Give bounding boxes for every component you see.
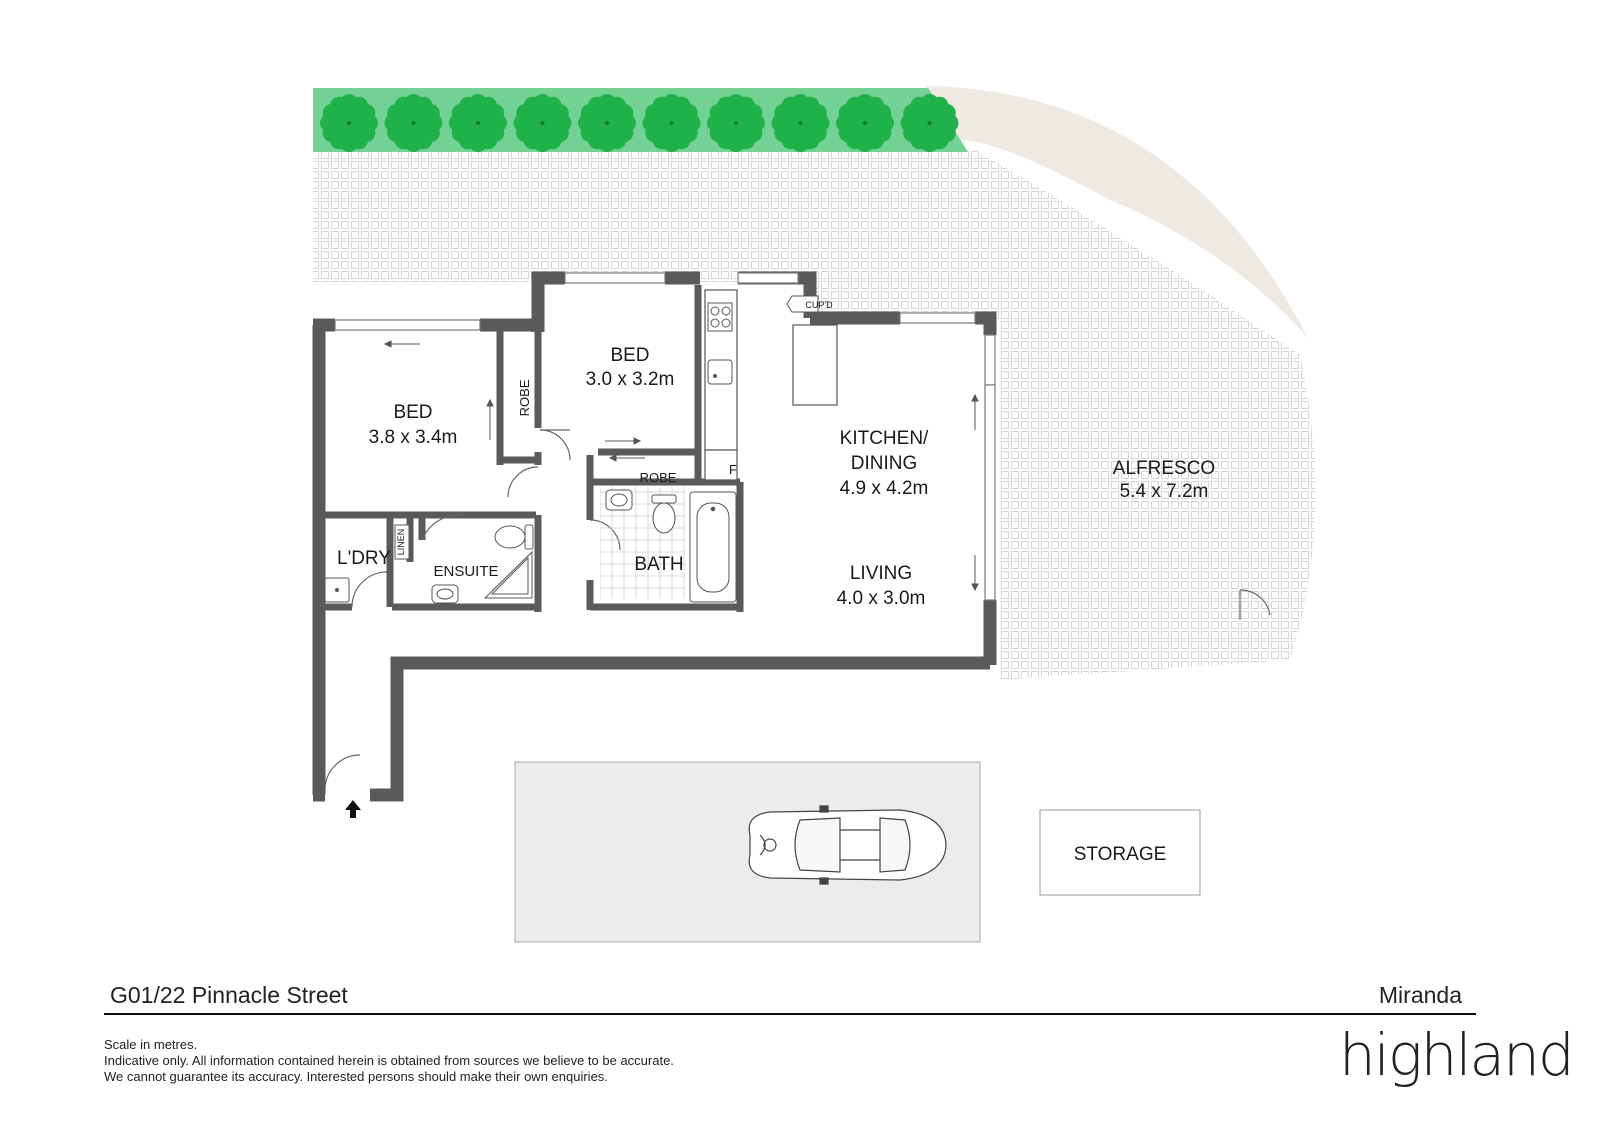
basin-icon (431, 584, 459, 604)
bed2-name: BED (610, 345, 649, 366)
tree-icon (836, 94, 894, 152)
living-name: LIVING (850, 563, 912, 584)
toilet-icon (651, 494, 677, 534)
bed2-size: 3.0 x 3.2m (586, 369, 675, 390)
bed1-size: 3.8 x 3.4m (369, 427, 458, 448)
laundry-name: L'DRY (337, 548, 391, 569)
tree-icon (771, 94, 830, 152)
basin-icon (605, 489, 633, 511)
paving (313, 150, 1316, 680)
tree-icon (707, 94, 765, 152)
room-labels: BED 3.8 x 3.4m BED 3.0 x 3.2m KITCHEN/ D… (337, 300, 1215, 865)
hedge (313, 88, 968, 152)
disclaimer: Scale in metres. Indicative only. All in… (104, 1037, 674, 1085)
sink-icon (707, 359, 733, 385)
tree-icon (900, 94, 959, 152)
tree-icon (320, 94, 378, 152)
cupboard (786, 295, 819, 313)
disclaimer-line: We cannot guarantee its accuracy. Intere… (104, 1069, 608, 1084)
entry-arrow-icon (345, 800, 361, 818)
disclaimer-line: Scale in metres. (104, 1037, 198, 1052)
kitchen-name: KITCHEN/ (840, 428, 929, 449)
shower-icon (483, 550, 533, 599)
ensuite-name: ENSUITE (433, 563, 498, 580)
toilet-icon (494, 524, 534, 550)
slide-arrows (383, 340, 979, 592)
disclaimer-line: Indicative only. All information contain… (104, 1053, 674, 1068)
tree-icon (578, 94, 636, 152)
fridge-label: F (729, 462, 737, 477)
tree-icon (384, 94, 443, 152)
tree-icon (642, 94, 701, 152)
suburb: Miranda (1378, 982, 1462, 1008)
bed1-name: BED (393, 402, 432, 423)
tree-icon (449, 94, 507, 152)
alfresco-name: ALFRESCO (1113, 458, 1215, 479)
brand-logo: highland (1339, 1021, 1575, 1089)
storage-name: STORAGE (1074, 844, 1167, 865)
property-address: G01/22 Pinnacle Street (110, 982, 348, 1008)
robe2-label: ROBE (640, 470, 677, 485)
kitchen-name2: DINING (851, 453, 918, 474)
living-size: 4.0 x 3.0m (837, 588, 926, 609)
tree-icon (513, 94, 572, 152)
car-icon (748, 805, 947, 885)
linen-label: LINEN (396, 529, 406, 556)
robe1-label: ROBE (517, 379, 532, 416)
cooktop-icon (707, 302, 733, 332)
footer-divider (104, 1013, 1476, 1015)
linen-cupboard (394, 524, 410, 560)
windows (334, 272, 996, 601)
alfresco-size: 5.4 x 7.2m (1120, 481, 1209, 502)
storage-box (1039, 809, 1201, 896)
interior-walls (319, 285, 744, 612)
walls (312, 271, 997, 802)
bathtub-icon (689, 491, 737, 603)
kitchen-size: 4.9 x 4.2m (840, 478, 929, 499)
cupboard-label: CUP'D (805, 300, 833, 310)
bath-name: BATH (634, 554, 683, 575)
lawn (925, 86, 1308, 338)
kitchen-bench (704, 289, 838, 481)
laundry-tub (324, 577, 350, 603)
